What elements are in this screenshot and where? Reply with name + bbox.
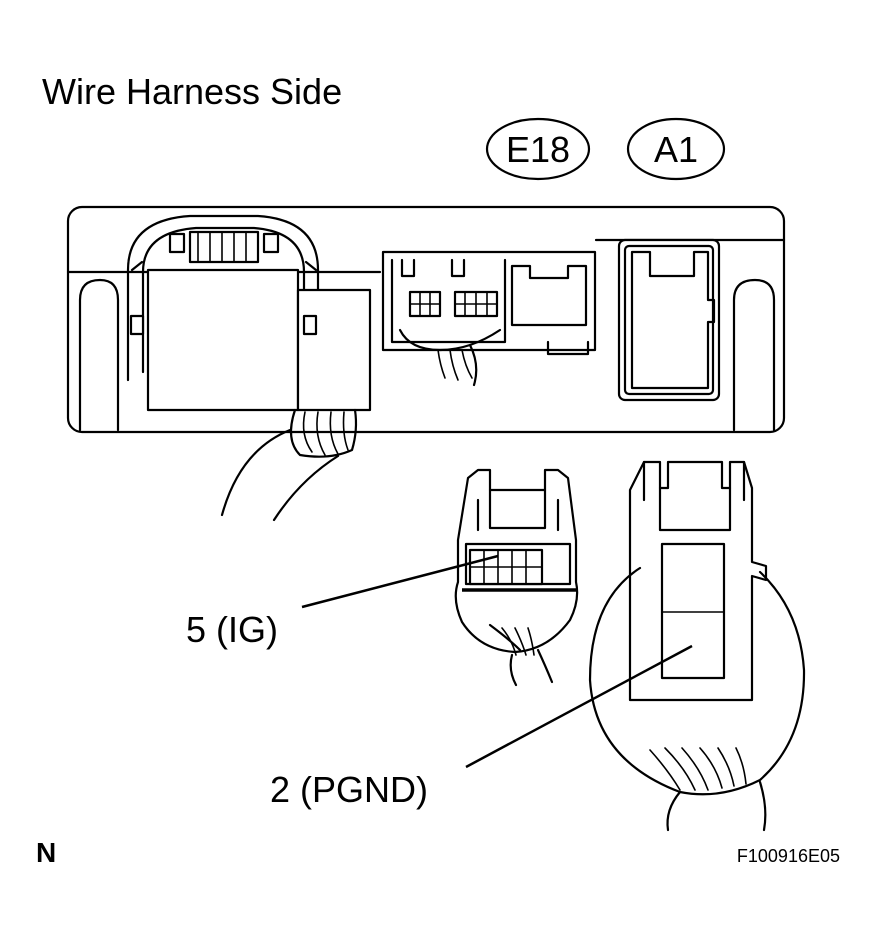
large-connector-socket: [126, 214, 372, 412]
diagram-title: Wire Harness Side: [42, 71, 342, 112]
orientation-mark: N: [36, 837, 56, 868]
pin-label-pgnd: 2 (PGND): [270, 769, 428, 810]
pin-label-ig: 5 (IG): [186, 609, 278, 650]
leader-line-ig: [301, 554, 499, 609]
a1-connector-socket: [617, 238, 721, 402]
leader-line-pgnd: [465, 644, 693, 769]
connector-tag-e18-label: E18: [506, 129, 570, 170]
a1-plug: [588, 460, 806, 832]
connector-tag-a1: A1: [626, 117, 726, 181]
connector-tag-e18: E18: [485, 117, 591, 181]
harness-wires-left: [220, 408, 358, 522]
e18-plug: [454, 468, 579, 687]
connector-tag-a1-label: A1: [654, 129, 698, 170]
e18-connector-socket: [381, 250, 597, 387]
figure-code: F100916E05: [737, 846, 840, 866]
